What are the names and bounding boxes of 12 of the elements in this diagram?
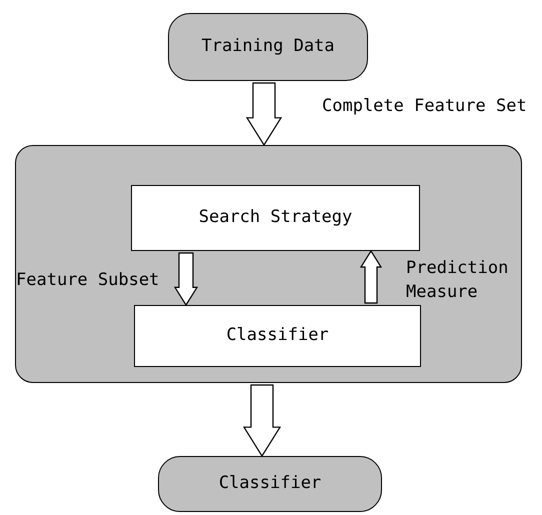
block-arrow bbox=[360, 250, 382, 304]
edge-label: Prediction Measure bbox=[406, 257, 510, 304]
process-box: Training Data bbox=[168, 13, 368, 81]
container-box bbox=[15, 145, 522, 383]
block-arrow bbox=[242, 384, 282, 458]
process-box: Classifier bbox=[158, 456, 382, 512]
edge-label: Feature Subset bbox=[16, 269, 160, 292]
process-box: Search Strategy bbox=[131, 185, 420, 251]
process-box: Classifier bbox=[134, 305, 421, 367]
edge-label: Complete Feature Set bbox=[322, 95, 528, 118]
block-arrow bbox=[246, 82, 282, 146]
block-arrow bbox=[174, 252, 198, 306]
